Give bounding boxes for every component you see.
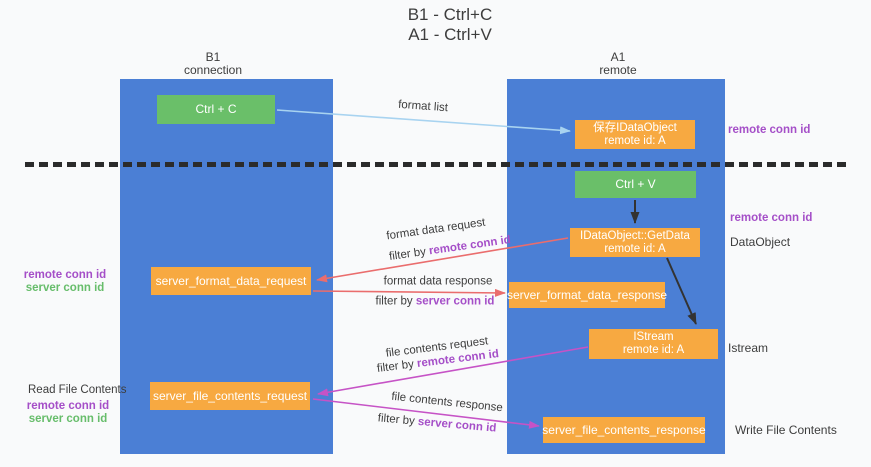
node-server-file-contents-response-label: server_file_contents_response [542,422,706,437]
arrow-format-data-response [312,288,506,297]
edge-label-format-data-response: format data response [383,275,493,288]
edge-label-format-data-response-filter: filter by server conn id [376,296,495,309]
node-istream: IStream remote id: A [589,329,718,359]
side-label-read-file-contents: Read File Contents [28,384,127,396]
lane-b1-subtitle: connection [183,63,243,77]
node-server-file-contents-request: server_file_contents_request [150,382,310,410]
filter-by-text: filter by [375,295,413,308]
edge-label-file-contents-response-filter: filter by server conn id [377,412,497,435]
filter-by-text: filter by [376,358,415,375]
side-label-remote-conn-id-mid: remote conn id [730,212,813,224]
lane-b1-title: B1 [205,50,221,64]
node-server-file-contents-response: server_file_contents_response [542,417,706,443]
server-conn-id-text: server conn id [28,413,108,425]
remote-conn-id-text: remote conn id [428,234,512,258]
node-ctrl-v-label: Ctrl + V [615,177,656,191]
node-idataobject-getdata-line2: remote id: A [604,242,666,255]
separator-dashed-line [25,162,848,167]
node-ctrl-c: Ctrl + C [157,95,275,124]
server-conn-id-text: server conn id [25,282,105,294]
filter-by-text: filter by [377,412,416,428]
node-server-format-data-request: server_format_data_request [151,267,311,295]
node-server-format-data-response: server_format_data_response [506,282,668,308]
edge-label-file-contents-response: file contents response [390,390,504,415]
node-idataobject-getdata: IDataObject::GetData remote id: A [570,228,700,257]
node-istream-line1: IStream [633,331,674,343]
remote-conn-id-text: remote conn id [26,400,110,412]
node-server-format-data-request-label: server_format_data_request [155,273,307,288]
side-label-write-file-contents: Write File Contents [735,423,837,437]
edge-label-format-list: format list [397,98,449,115]
lane-a1-title: A1 [610,50,626,64]
side-label-remote-conn-id-top: remote conn id [728,124,811,136]
node-save-idataobject: 保存IDataObject remote id: A [575,120,695,149]
page-title-line2: A1 - Ctrl+V [408,25,492,44]
side-label-istream: Istream [728,341,769,355]
node-save-idataobject-line2: remote id: A [604,134,666,147]
filter-by-text: filter by [388,245,427,263]
page-title: B1 - Ctrl+C A1 - Ctrl+V [330,5,570,45]
side-label-left-conn-ids-bottom: remote conn id server conn id [20,400,116,426]
side-label-left-conn-ids-mid: remote conn id server conn id [20,269,110,295]
node-ctrl-c-label: Ctrl + C [195,102,237,116]
node-istream-line2: remote id: A [622,344,685,356]
side-label-dataobject: DataObject [730,235,791,249]
node-server-file-contents-request-label: server_file_contents_request [152,388,308,403]
node-save-idataobject-line1: 保存IDataObject [593,121,677,134]
server-conn-id-text: server conn id [415,295,495,308]
page-title-line1: B1 - Ctrl+C [407,5,493,24]
lane-a1-header: A1 remote [558,51,678,77]
server-conn-id-text: server conn id [417,415,497,435]
remote-conn-id-text: remote conn id [23,269,107,281]
node-server-format-data-response-label: server_format_data_response [506,287,668,302]
lane-b1-header: B1 connection [153,51,273,77]
node-ctrl-v: Ctrl + V [575,171,696,198]
node-idataobject-getdata-line1: IDataObject::GetData [580,229,690,242]
lane-a1-subtitle: remote [599,63,637,77]
